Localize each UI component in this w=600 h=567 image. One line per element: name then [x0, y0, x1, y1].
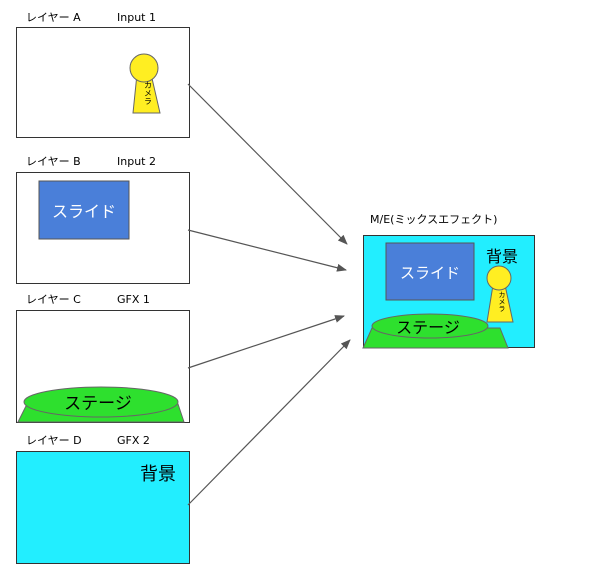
layer-c-stage-text: ステージ: [64, 394, 132, 414]
layer-b-input-label: Input 2: [117, 155, 156, 168]
arrow-layer-b: [187, 229, 347, 272]
arrow-layer-c: [187, 315, 345, 369]
output-composite: ステージ スライド 背景 カメラ: [362, 242, 518, 349]
layer-c-label: レイヤー C: [26, 293, 81, 306]
output-background-text: 背景: [486, 247, 518, 266]
layer-a-panel: [16, 27, 190, 138]
output-title: M/E(ミックスエフェクト): [370, 213, 498, 226]
layer-a-input-label: Input 1: [117, 11, 156, 24]
layer-b-slide: スライド: [38, 180, 130, 240]
layer-a-camera: カメラ: [129, 53, 161, 114]
layer-a-label: レイヤー A: [26, 11, 81, 24]
layer-d-panel: [16, 451, 190, 564]
layer-c-stage: ステージ: [17, 386, 185, 423]
layer-c-input-label: GFX 1: [117, 293, 150, 306]
arrow-layer-d: [187, 339, 351, 506]
arrow-layer-a: [187, 83, 348, 245]
output-stage-text: ステージ: [396, 318, 460, 337]
output-camera-text: カメラ: [498, 291, 506, 312]
layer-b-label: レイヤー B: [26, 155, 81, 168]
layer-d-label: レイヤー D: [26, 434, 82, 447]
output-slide-text: スライド: [400, 264, 460, 282]
layer-d-input-label: GFX 2: [117, 434, 150, 447]
layer-b-slide-text: スライド: [52, 202, 116, 221]
layer-a-camera-text: カメラ: [144, 81, 153, 105]
layer-d-background-text: 背景: [140, 464, 176, 485]
